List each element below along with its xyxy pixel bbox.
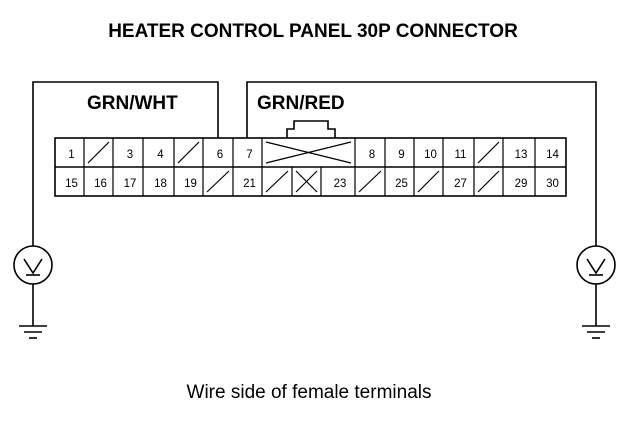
empty-cavity-26 bbox=[417, 170, 440, 193]
empty-cavity-2 bbox=[87, 141, 110, 164]
terminal-7: 7 bbox=[246, 149, 252, 161]
terminal-1: 1 bbox=[68, 149, 74, 161]
terminal-16: 16 bbox=[94, 178, 107, 190]
empty-cavity-12 bbox=[477, 141, 500, 164]
blocked-cavity bbox=[295, 170, 318, 193]
ground-icon bbox=[582, 284, 610, 339]
ground-icon bbox=[19, 284, 47, 339]
terminal-23: 23 bbox=[334, 178, 347, 190]
empty-cavity-5 bbox=[177, 141, 200, 164]
connector-bottom-row: 15 16 17 18 19 21 23 25 27 29 30 bbox=[65, 167, 559, 196]
wire-grn-red bbox=[246, 81, 597, 246]
terminal-13: 13 bbox=[515, 149, 528, 161]
diagram-title: HEATER CONTROL PANEL 30P CONNECTOR bbox=[108, 21, 518, 42]
terminal-29: 29 bbox=[515, 178, 528, 190]
terminal-18: 18 bbox=[154, 178, 167, 190]
connector-latch bbox=[286, 120, 336, 138]
lock-cavity bbox=[265, 141, 352, 164]
terminal-21: 21 bbox=[243, 178, 256, 190]
terminal-25: 25 bbox=[395, 178, 408, 190]
terminal-3: 3 bbox=[127, 149, 133, 161]
terminal-4: 4 bbox=[157, 149, 164, 161]
terminal-27: 27 bbox=[454, 178, 467, 190]
terminal-8: 8 bbox=[369, 149, 375, 161]
terminal-19: 19 bbox=[184, 178, 197, 190]
terminal-6: 6 bbox=[217, 149, 223, 161]
diagram-caption: Wire side of female terminals bbox=[187, 382, 432, 403]
terminal-11: 11 bbox=[455, 149, 467, 161]
voltmeter-icon bbox=[13, 245, 53, 285]
terminal-10: 10 bbox=[424, 149, 437, 161]
empty-cavity-28 bbox=[477, 170, 500, 193]
wire-label-grn-red: GRN/RED bbox=[257, 93, 345, 114]
empty-cavity-20 bbox=[206, 170, 230, 193]
terminal-17: 17 bbox=[124, 178, 137, 190]
wire-grn-wht bbox=[32, 81, 219, 246]
voltmeter-icon bbox=[576, 245, 616, 285]
terminal-15: 15 bbox=[65, 178, 78, 190]
empty-cavity-22 bbox=[265, 170, 289, 193]
terminal-9: 9 bbox=[398, 149, 404, 161]
empty-cavity-24 bbox=[358, 170, 382, 193]
terminal-14: 14 bbox=[546, 149, 559, 161]
terminal-30: 30 bbox=[546, 178, 559, 190]
wire-label-grn-wht: GRN/WHT bbox=[87, 93, 178, 114]
